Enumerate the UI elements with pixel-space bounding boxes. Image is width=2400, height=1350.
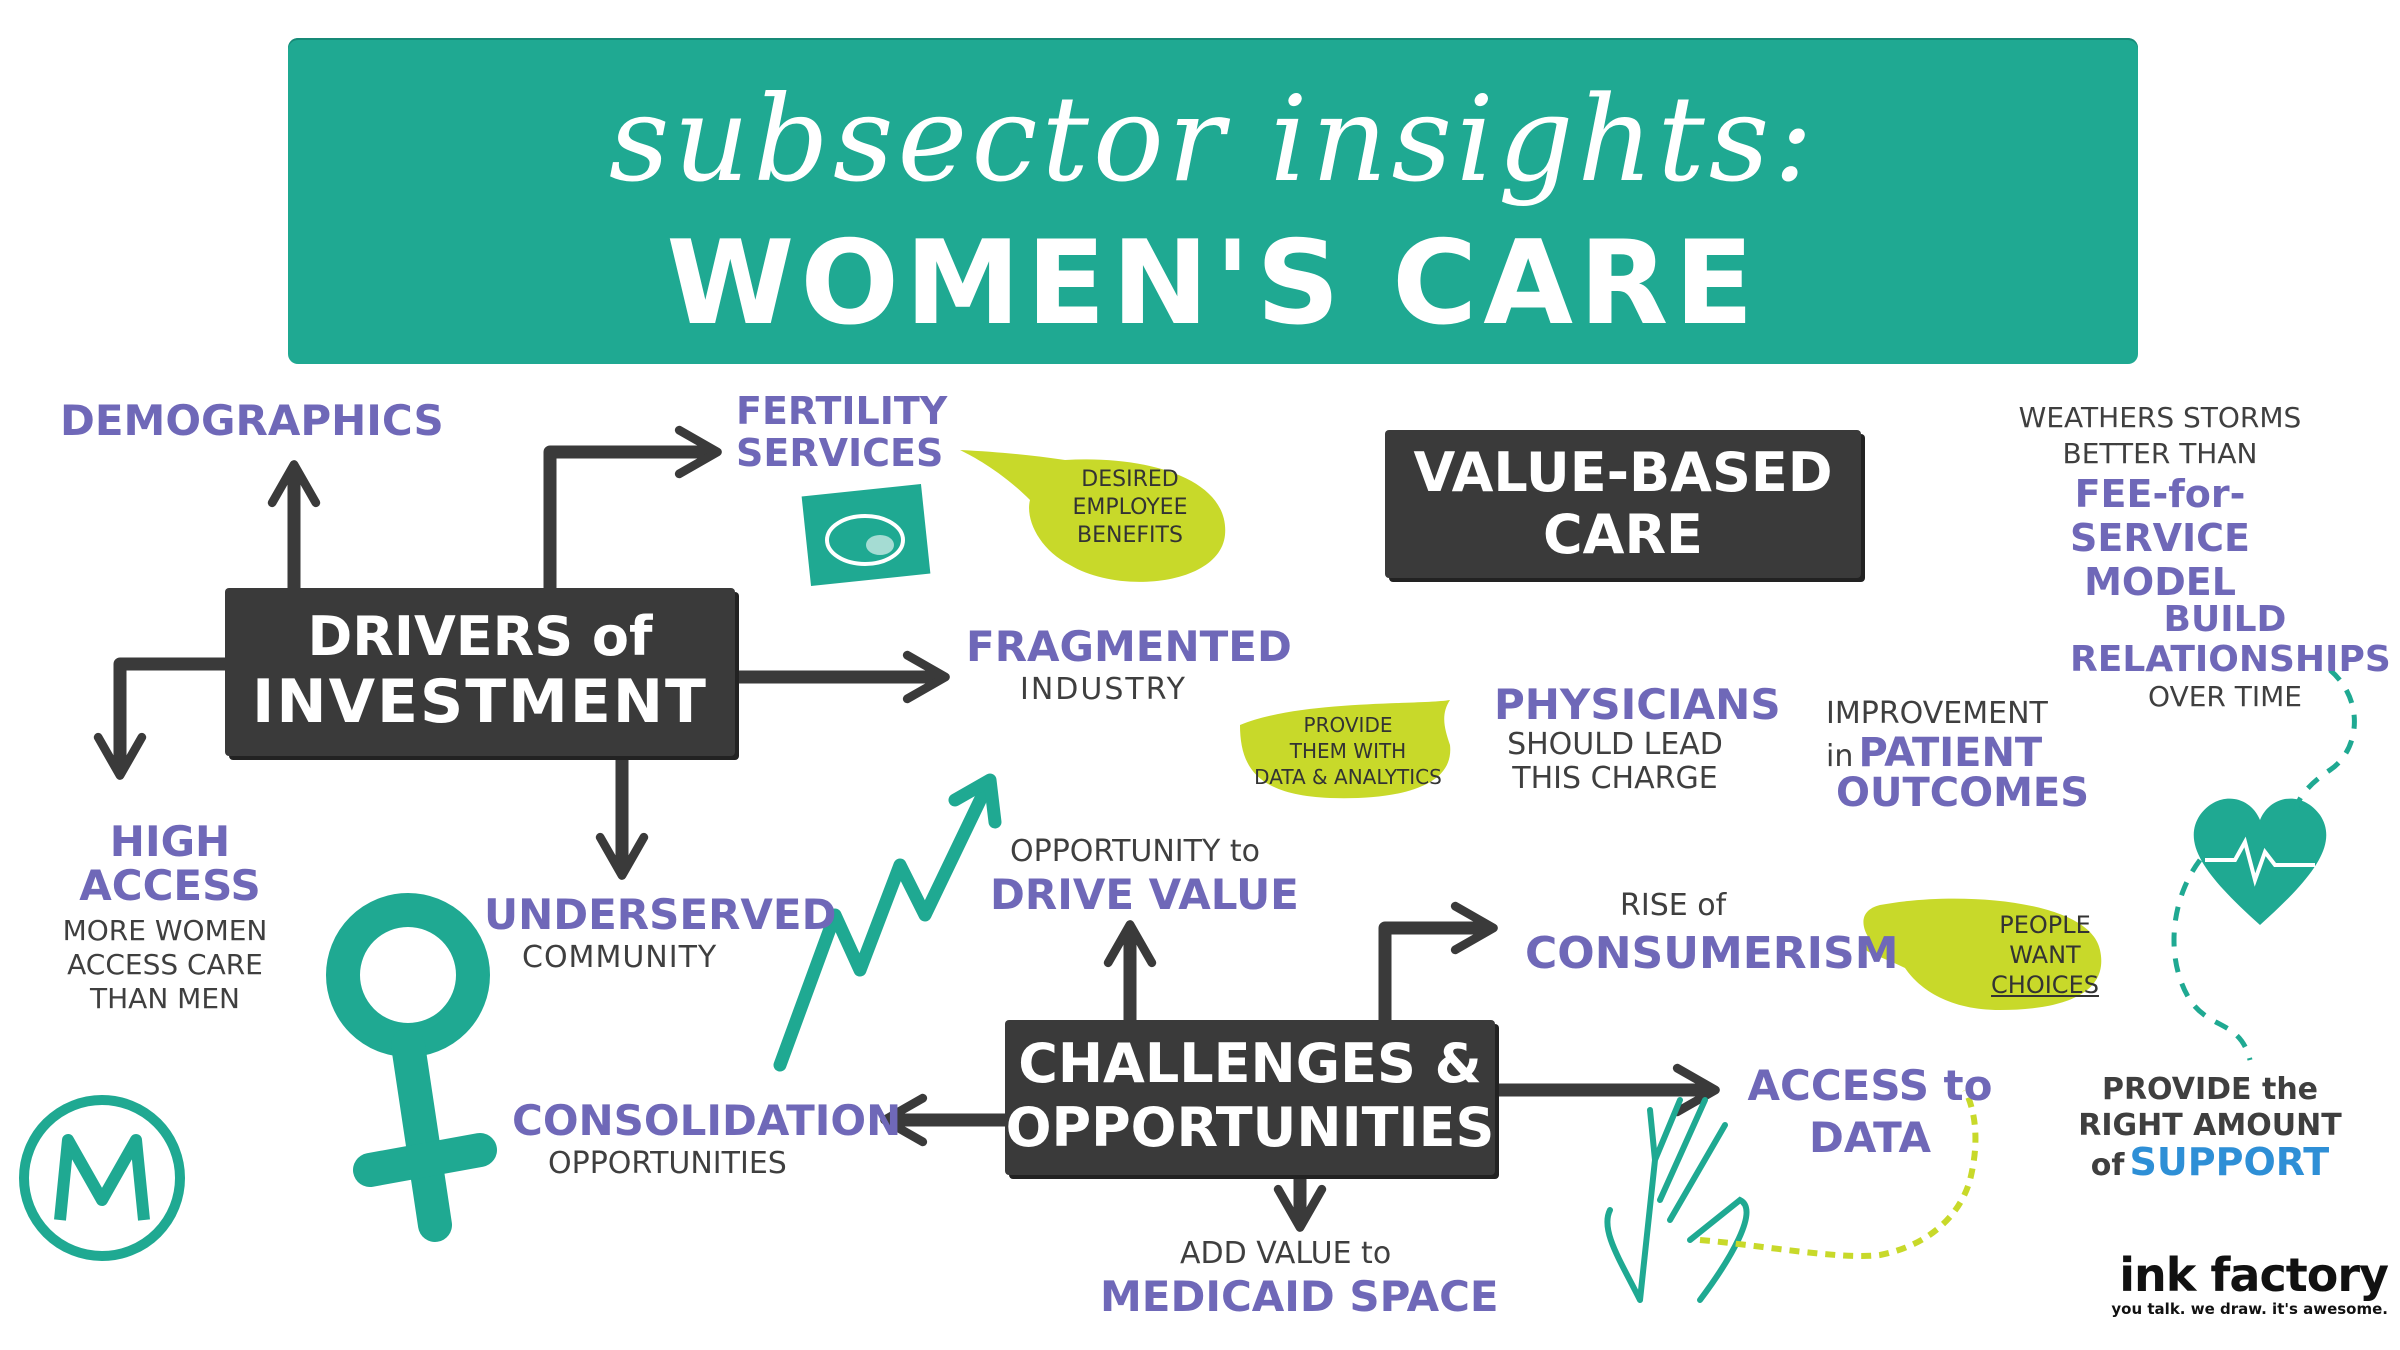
ffs-line1: FEE-for-SERVICE xyxy=(2070,472,2250,560)
raised-hand-icon xyxy=(1604,1097,1750,1303)
title-banner: subsector insights: WOMEN'S CARE xyxy=(288,38,2138,364)
ffs-model-label: FEE-for-SERVICE MODEL xyxy=(1990,472,2330,604)
heart-pulse-icon xyxy=(2193,798,2327,925)
in-word: in xyxy=(1826,739,1854,774)
ink-factory-tagline: you talk. we draw. it's awesome. xyxy=(2111,1300,2388,1318)
challenges-line2: OPPORTUNITIES xyxy=(1005,1096,1495,1159)
physicians-note: SHOULD LEAD THIS CHARGE xyxy=(1480,728,1750,796)
data-line: DATA xyxy=(1808,1113,1931,1162)
high-access-note: MORE WOMEN ACCESS CARE THAN MEN xyxy=(30,914,300,1016)
add-value-label: ADD VALUE to xyxy=(1180,1236,1392,1271)
fragmented-label: FRAGMENTED xyxy=(966,622,1292,671)
desired-line1: DESIRED xyxy=(1081,467,1179,492)
access-to-data-label: ACCESS to DATA xyxy=(1740,1060,2000,1164)
data-chain-icon xyxy=(1699,1088,1979,1260)
fertility-services-label: FERTILITY SERVICES xyxy=(736,390,947,474)
of-word: of xyxy=(2090,1148,2125,1183)
ink-factory-logo: ink factory you talk. we draw. it's awes… xyxy=(2088,1248,2389,1318)
drivers-line1: DRIVERS of xyxy=(307,605,653,668)
challenges-opportunities-box: CHALLENGES & OPPORTUNITIES xyxy=(1005,1020,1495,1175)
provide-line1: PROVIDE xyxy=(1303,713,1393,737)
over-time-label: OVER TIME xyxy=(2148,680,2302,713)
provide-line2: THEM WITH xyxy=(1289,739,1407,763)
people-line2: WANT xyxy=(2009,941,2081,969)
value-based-care-box: VALUE-BASED CARE xyxy=(1385,430,1861,578)
support-word: SUPPORT xyxy=(2129,1140,2330,1184)
right-amount-line: RIGHT AMOUNT xyxy=(2078,1108,2342,1143)
note-line1: MORE WOMEN xyxy=(62,914,268,947)
dashed-path xyxy=(2171,668,2357,1061)
m-logo-icon xyxy=(19,1095,185,1261)
weathers-line2: BETTER THAN xyxy=(2062,437,2258,470)
people-bubble-text: PEOPLE WANT CHOICES xyxy=(1980,910,2110,1000)
note-line3: THAN MEN xyxy=(90,982,240,1015)
desired-bubble-text: DESIRED EMPLOYEE BENEFITS xyxy=(1045,466,1215,550)
outcomes-label: OUTCOMES xyxy=(1836,770,2090,816)
opportunity-to-label: OPPORTUNITY to xyxy=(1010,834,1260,869)
value-line1: VALUE-BASED xyxy=(1413,441,1833,504)
weathers-note: WEATHERS STORMS BETTER THAN xyxy=(1990,400,2330,472)
arrow-to-high-access xyxy=(93,657,232,780)
access-line: ACCESS xyxy=(79,861,261,910)
high-access-label: HIGH ACCESS xyxy=(70,820,270,908)
consumerism-label: CONSUMERISM xyxy=(1525,928,1899,979)
growth-arrow-icon xyxy=(773,773,1002,1072)
improvement-label: IMPROVEMENT xyxy=(1826,696,2048,731)
provide-line3: DATA & ANALYTICS xyxy=(1254,765,1442,789)
rise-of-label: RISE of xyxy=(1620,888,1727,923)
bubble-provide xyxy=(1240,700,1451,799)
demographics-label: DEMOGRAPHICS xyxy=(60,396,444,445)
female-symbol-icon xyxy=(326,893,497,1242)
support-line: of SUPPORT xyxy=(2060,1143,2360,1188)
right-amount-support-label: PROVIDE the RIGHT AMOUNT of SUPPORT xyxy=(2060,1072,2360,1188)
people-line3: CHOICES xyxy=(1991,971,2099,999)
high-line: HIGH xyxy=(109,817,231,866)
bubble-people xyxy=(1863,898,2102,1010)
drivers-line2: INVESTMENT xyxy=(252,667,708,737)
provide-bubble-text: PROVIDE THEM WITH DATA & ANALYTICS xyxy=(1238,712,1458,790)
underserved-label: UNDERSERVED xyxy=(484,890,837,939)
challenges-line1: CHALLENGES & xyxy=(1018,1032,1482,1095)
physicians-note-line1: SHOULD LEAD xyxy=(1507,727,1723,762)
bubble-desired xyxy=(960,450,1226,582)
build-line1: BUILD xyxy=(2163,599,2287,640)
value-line2: CARE xyxy=(1543,503,1703,566)
opportunities-label: OPPORTUNITIES xyxy=(548,1146,787,1181)
community-label: COMMUNITY xyxy=(522,940,718,975)
build-relationships-label: BUILD RELATIONSHIPS xyxy=(2070,599,2391,680)
patient-word: PATIENT xyxy=(1858,730,2043,776)
consolidation-label: CONSOLIDATION xyxy=(512,1096,902,1145)
fertility-line1: FERTILITY xyxy=(736,389,948,433)
patient-outcomes-label: in PATIENT xyxy=(1826,730,2042,776)
physicians-label: PHYSICIANS xyxy=(1494,680,1781,729)
drivers-of-investment-box: DRIVERS of INVESTMENT xyxy=(225,588,735,756)
ultrasound-icon xyxy=(801,483,931,587)
note-line2: ACCESS CARE xyxy=(67,948,263,981)
medicaid-space-label: MEDICAID SPACE xyxy=(1100,1272,1499,1321)
weathers-line1: WEATHERS STORMS xyxy=(2018,401,2302,434)
access-to-line: ACCESS to xyxy=(1747,1061,1993,1110)
arrow-to-fertility xyxy=(543,425,722,595)
ink-factory-wordmark: ink factory xyxy=(2119,1248,2389,1302)
physicians-note-line2: THIS CHARGE xyxy=(1512,761,1718,796)
provide-the-line: PROVIDE the xyxy=(2101,1072,2319,1107)
people-line1: PEOPLE xyxy=(1999,911,2091,939)
arrow-to-consumerism xyxy=(1378,901,1498,1027)
page-title: WOMEN'S CARE xyxy=(666,216,1760,351)
ffs-line2: MODEL xyxy=(2084,560,2236,604)
desired-line3: BENEFITS xyxy=(1077,523,1183,548)
fertility-line2: SERVICES xyxy=(736,431,944,475)
drive-value-label: DRIVE VALUE xyxy=(990,870,1299,919)
industry-label: INDUSTRY xyxy=(1020,672,1187,707)
subtitle-script: subsector insights: xyxy=(608,70,1818,208)
build-line2: RELATIONSHIPS xyxy=(2070,639,2391,680)
desired-line2: EMPLOYEE xyxy=(1072,495,1188,520)
